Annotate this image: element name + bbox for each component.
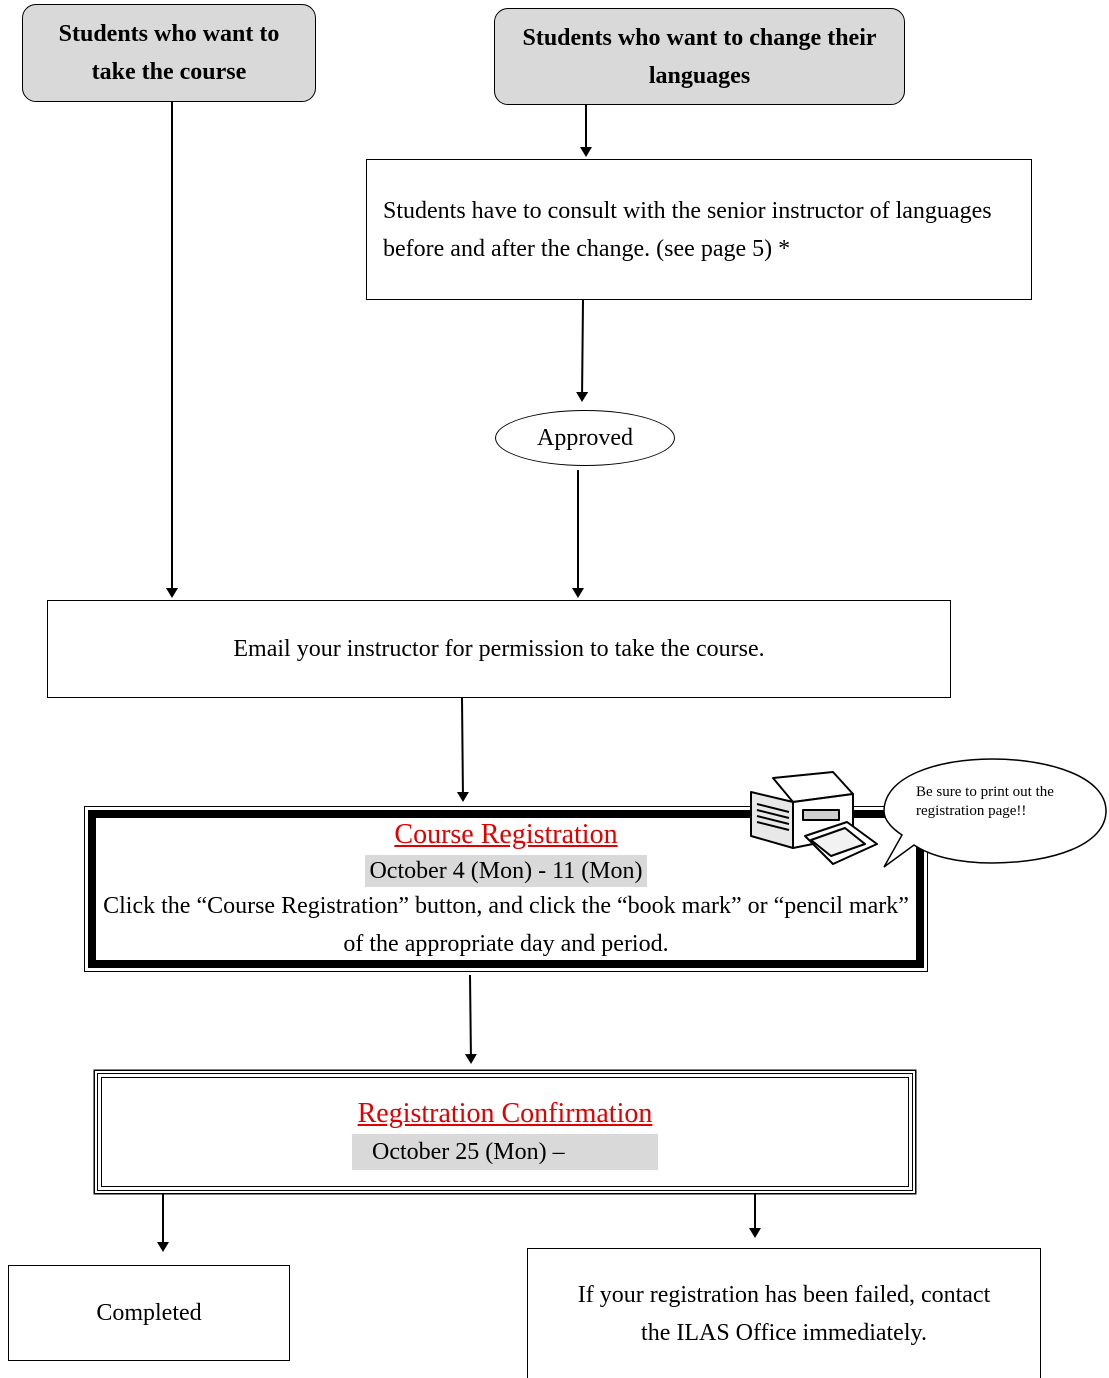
arrow-registration-to-confirmation: [464, 974, 477, 1064]
registration-confirmation-title: Registration Confirmation: [357, 1098, 653, 1129]
completed-box: Completed: [8, 1265, 290, 1361]
approved-label: Approved: [537, 424, 633, 451]
email-instructor-text: Email your instructor for permission to …: [233, 636, 765, 662]
registration-failed-box: If your registration has been failed, co…: [527, 1248, 1041, 1378]
consult-instructor-text: Students have to consult with the senior…: [383, 197, 992, 262]
start-node-take-course-label: Students who want to take the course: [58, 21, 280, 85]
start-node-change-language-label: Students who want to change their langua…: [522, 24, 877, 89]
course-registration-dates: October 4 (Mon) - 11 (Mon): [365, 855, 647, 887]
registration-failed-text: If your registration has been failed, co…: [577, 1281, 991, 1346]
start-node-change-language: Students who want to change their langua…: [494, 8, 905, 105]
print-reminder-text: Be sure to print out the registration pa…: [916, 784, 1054, 819]
completed-label: Completed: [96, 1300, 202, 1326]
printer-icon: [750, 771, 878, 865]
print-reminder-bubble: [883, 758, 1107, 868]
course-registration-title: Course Registration: [394, 819, 618, 850]
email-instructor-box: Email your instructor for permission to …: [47, 600, 951, 698]
registration-confirmation-dates: October 25 (Mon) –: [352, 1134, 658, 1170]
course-registration-instructions: Click the “Course Registration” button, …: [103, 893, 909, 957]
approved-oval: Approved: [495, 410, 675, 466]
arrow-email-to-registration: [456, 697, 469, 802]
consult-instructor-box: Students have to consult with the senior…: [366, 159, 1032, 300]
arrow-consult-to-approved: [576, 299, 589, 402]
start-node-take-course: Students who want to take the course: [22, 4, 316, 102]
registration-confirmation-box: Registration Confirmation October 25 (Mo…: [97, 1073, 913, 1191]
